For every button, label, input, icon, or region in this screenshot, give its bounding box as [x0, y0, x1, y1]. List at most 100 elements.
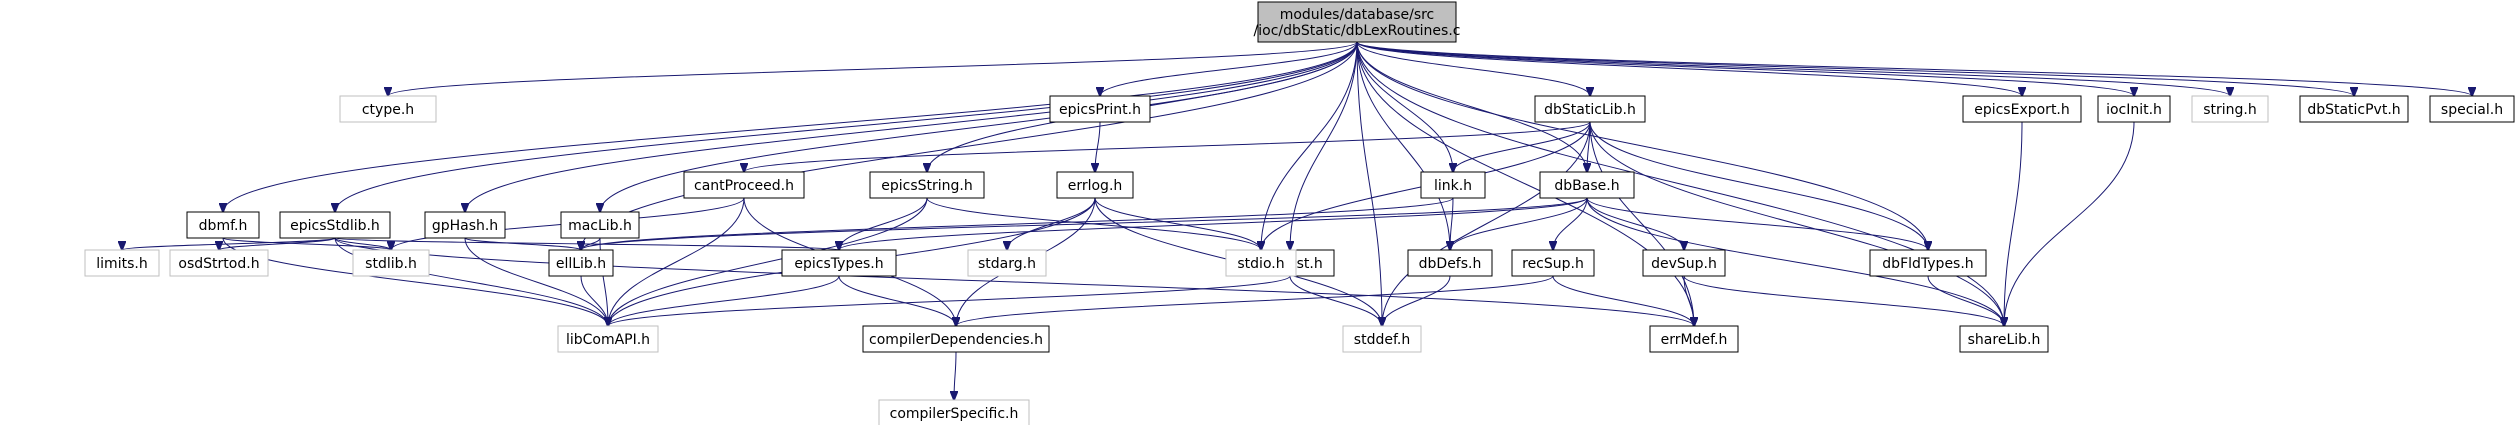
- node-cantProceed[interactable]: cantProceed.h: [683, 171, 805, 199]
- node-box-epicsPrint: [1049, 95, 1151, 123]
- node-shareLib[interactable]: shareLib.h: [1959, 325, 2049, 353]
- edge-root-to-ellLib: [581, 41, 1358, 250]
- edge-root-to-link: [1356, 41, 1453, 172]
- edge-dbStaticLib-to-errMdef: [1589, 121, 1694, 326]
- edge-gpHash-to-libComAPI: [464, 237, 608, 326]
- edge-recSup-to-compilerDependencies: [956, 275, 1554, 326]
- node-label-dbBase: dbBase.h: [1554, 178, 1619, 194]
- edge-epicsString-to-epicsTypes: [839, 197, 928, 250]
- edge-root-to-epicsPrint: [1100, 41, 1358, 96]
- node-dbDefs[interactable]: dbDefs.h: [1407, 249, 1493, 277]
- node-box-compilerSpecific: [878, 399, 1030, 425]
- edge-dbBase-to-dbDefs: [1450, 197, 1588, 250]
- node-label-root: /ioc/dbStatic/dbLexRoutines.c: [1254, 23, 1461, 39]
- edge-link-to-ellLib: [581, 197, 1454, 250]
- node-box-dbFldTypes: [1869, 249, 1987, 277]
- node-epicsTypes[interactable]: epicsTypes.h: [781, 249, 897, 277]
- node-root[interactable]: modules/database/src/ioc/dbStatic/dbLexR…: [1254, 1, 1461, 43]
- edge-freeList-to-libComAPI: [608, 275, 1291, 326]
- edge-dbBase-to-ellLib: [581, 197, 1588, 250]
- node-ctype: ctype.h: [339, 95, 437, 123]
- node-label-stddef: stddef.h: [1354, 332, 1410, 348]
- node-box-stdarg: [967, 249, 1047, 277]
- node-gpHash[interactable]: gpHash.h: [424, 211, 506, 239]
- edge-dbStaticLib-to-cantProceed: [744, 121, 1591, 172]
- edge-root-to-dbDefs: [1356, 41, 1450, 250]
- edge-errlog-to-stdio: [1094, 197, 1261, 250]
- node-label-macLib: macLib.h: [568, 218, 632, 234]
- node-osdStrtod: osdStrtod.h: [169, 249, 269, 277]
- node-dbStaticLib[interactable]: dbStaticLib.h: [1534, 95, 1646, 123]
- node-stdio: stdio.h: [1225, 249, 1297, 277]
- node-label-dbStaticPvt: dbStaticPvt.h: [2307, 102, 2400, 118]
- node-dbStaticPvt[interactable]: dbStaticPvt.h: [2299, 95, 2409, 123]
- node-epicsString[interactable]: epicsString.h: [869, 171, 985, 199]
- edge-root-to-special: [1356, 41, 2472, 96]
- node-macLib[interactable]: macLib.h: [560, 211, 640, 239]
- edge-root-to-ctype: [388, 41, 1358, 96]
- node-errMdef[interactable]: errMdef.h: [1649, 325, 1739, 353]
- edge-dbmf-to-stdlib: [222, 237, 391, 250]
- node-box-recSup: [1511, 249, 1595, 277]
- node-label-root: modules/database/src: [1280, 7, 1435, 23]
- node-epicsExport[interactable]: epicsExport.h: [1962, 95, 2082, 123]
- edge-epicsTypes-to-libComAPI: [608, 275, 840, 326]
- edge-root-to-epicsStdlib: [335, 41, 1358, 212]
- node-label-ellLib: ellLib.h: [556, 256, 606, 272]
- edge-root-to-dbFldTypes: [1356, 41, 1928, 250]
- edge-recSup-to-errMdef: [1552, 275, 1694, 326]
- node-box-compilerDependencies: [862, 325, 1050, 353]
- node-compilerSpecific: compilerSpecific.h: [878, 399, 1030, 425]
- edge-root-to-gpHash: [465, 41, 1358, 212]
- edge-devSup-to-shareLib: [1683, 275, 2004, 326]
- node-label-compilerDependencies: compilerDependencies.h: [869, 332, 1043, 348]
- edge-dbBase-to-shareLib: [1586, 197, 2004, 326]
- node-recSup[interactable]: recSup.h: [1511, 249, 1595, 277]
- edge-epicsTypes-to-compilerDependencies: [838, 275, 956, 326]
- node-link[interactable]: link.h: [1420, 171, 1486, 199]
- node-libComAPI: libComAPI.h: [557, 325, 659, 353]
- edge-dbStaticLib-to-shareLib: [1589, 121, 2004, 326]
- edge-dbBase-to-devSup: [1586, 197, 1684, 250]
- node-box-errMdef: [1649, 325, 1739, 353]
- node-epicsPrint[interactable]: epicsPrint.h: [1049, 95, 1151, 123]
- nodes-layer: modules/database/src/ioc/dbStatic/dbLexR…: [84, 1, 2515, 425]
- node-box-devSup: [1642, 249, 1726, 277]
- edge-iocInit-to-shareLib: [2004, 121, 2135, 326]
- node-box-link: [1420, 171, 1486, 199]
- node-label-epicsTypes: epicsTypes.h: [794, 256, 883, 272]
- node-label-recSup: recSup.h: [1522, 256, 1584, 272]
- node-box-stddef: [1342, 325, 1422, 353]
- node-epicsStdlib[interactable]: epicsStdlib.h: [279, 211, 391, 239]
- edge-root-to-dbmf: [223, 41, 1358, 212]
- node-dbFldTypes[interactable]: dbFldTypes.h: [1869, 249, 1987, 277]
- node-label-ctype: ctype.h: [362, 102, 414, 118]
- node-label-stdlib: stdlib.h: [365, 256, 417, 272]
- node-box-dbBase: [1539, 171, 1635, 199]
- node-label-compilerSpecific: compilerSpecific.h: [890, 406, 1019, 422]
- node-label-dbmf: dbmf.h: [199, 218, 248, 234]
- edge-dbDefs-to-stddef: [1382, 275, 1451, 326]
- node-ellLib[interactable]: ellLib.h: [548, 249, 614, 277]
- node-dbBase[interactable]: dbBase.h: [1539, 171, 1635, 199]
- node-special[interactable]: special.h: [2429, 95, 2515, 123]
- edge-root-to-stdio: [1261, 41, 1358, 250]
- node-box-ctype: [339, 95, 437, 123]
- node-label-string: string.h: [2203, 102, 2257, 118]
- edge-epicsPrint-to-errlog: [1095, 121, 1101, 172]
- node-errlog[interactable]: errlog.h: [1056, 171, 1134, 199]
- node-box-shareLib: [1959, 325, 2049, 353]
- node-label-stdio: stdio.h: [1237, 256, 1284, 272]
- node-box-ellLib: [548, 249, 614, 277]
- node-box-epicsString: [869, 171, 985, 199]
- node-label-link: link.h: [1434, 178, 1472, 194]
- node-label-gpHash: gpHash.h: [432, 218, 498, 234]
- node-label-errMdef: errMdef.h: [1661, 332, 1728, 348]
- node-compilerDependencies[interactable]: compilerDependencies.h: [862, 325, 1050, 353]
- node-devSup[interactable]: devSup.h: [1642, 249, 1726, 277]
- node-label-cantProceed: cantProceed.h: [694, 178, 794, 194]
- edge-epicsStdlib-to-limits: [122, 237, 336, 250]
- node-dbmf[interactable]: dbmf.h: [186, 211, 260, 239]
- node-iocInit[interactable]: iocInit.h: [2097, 95, 2171, 123]
- node-label-dbDefs: dbDefs.h: [1419, 256, 1482, 272]
